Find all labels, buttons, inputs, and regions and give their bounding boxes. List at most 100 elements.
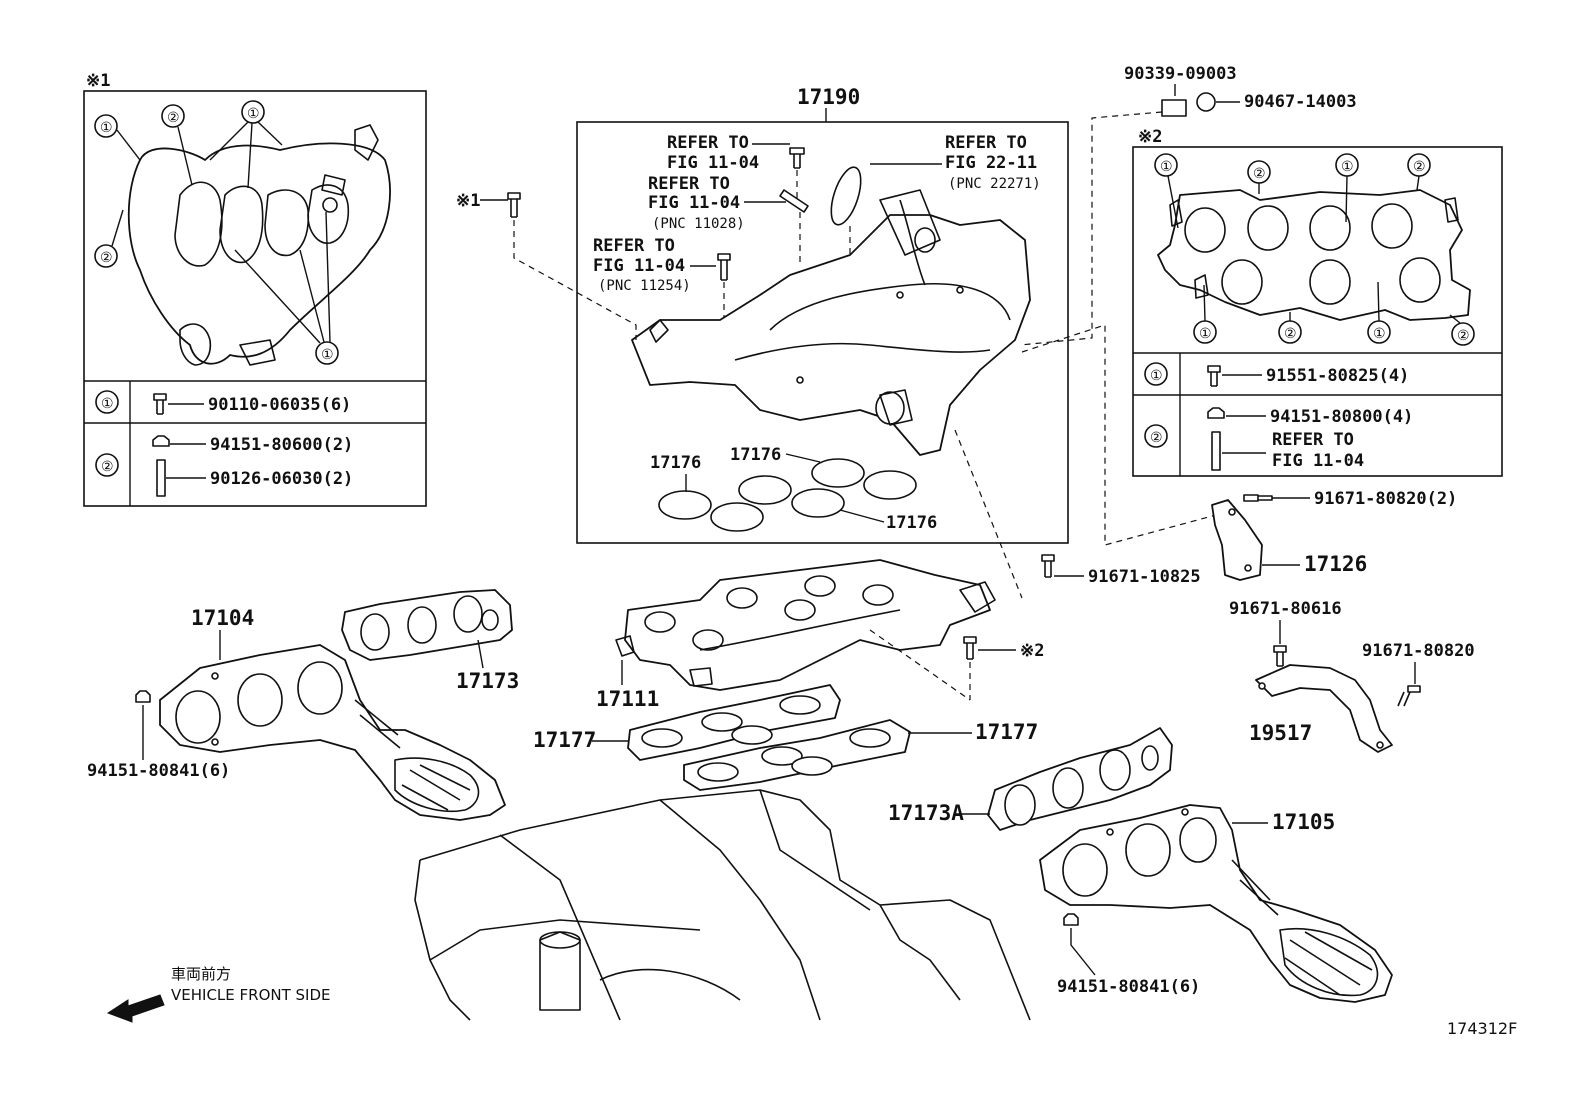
svg-text:①: ① xyxy=(1160,159,1173,175)
bracket-17126: 91671-80820(2) 17126 xyxy=(1211,489,1457,581)
svg-text:(PNC 11254): (PNC 11254) xyxy=(598,278,691,294)
svg-text:94151-80841(6): 94151-80841(6) xyxy=(1057,977,1200,997)
svg-text:①: ① xyxy=(1373,326,1386,342)
label-17190: 17190 xyxy=(797,85,860,109)
svg-text:91551-80825(4): 91551-80825(4) xyxy=(1266,366,1409,386)
inset-1-markers: ① ② ① ② ① xyxy=(94,100,339,365)
svg-text:①: ① xyxy=(321,347,334,363)
svg-text:17176: 17176 xyxy=(650,453,701,473)
svg-text:90110-06035(6): 90110-06035(6) xyxy=(208,395,351,415)
svg-text:(PNC 11028): (PNC 11028) xyxy=(652,216,745,232)
svg-text:FIG 22-11: FIG 22-11 xyxy=(945,153,1037,173)
intake-manifold-body xyxy=(631,214,1031,456)
svg-text:②: ② xyxy=(100,250,113,266)
svg-text:※2: ※2 xyxy=(1020,641,1044,661)
nut-icon xyxy=(1063,913,1079,926)
svg-text:94151-80600(2): 94151-80600(2) xyxy=(210,435,353,455)
svg-text:①: ① xyxy=(1199,326,1212,342)
svg-text:②: ② xyxy=(1457,328,1470,344)
svg-text:17111: 17111 xyxy=(596,687,659,711)
svg-text:FIG 11-04: FIG 11-04 xyxy=(648,193,740,213)
svg-text:REFER TO: REFER TO xyxy=(648,174,730,194)
front-arrow-icon xyxy=(106,994,165,1023)
svg-text:①: ① xyxy=(100,120,113,136)
svg-text:17104: 17104 xyxy=(191,606,254,630)
sensor-body xyxy=(959,581,996,613)
svg-text:①: ① xyxy=(247,106,260,122)
bolt-note-1: ※1 xyxy=(456,191,637,340)
clip-icon xyxy=(779,189,809,213)
inset-1-note: ※1 xyxy=(86,71,110,91)
bolt-note-2: ※2 xyxy=(869,629,1044,701)
svg-text:②: ② xyxy=(101,459,114,475)
hose-icon xyxy=(1161,99,1187,117)
svg-text:91671-10825: 91671-10825 xyxy=(1088,567,1201,587)
clamp-icon xyxy=(1196,92,1216,112)
svg-text:17176: 17176 xyxy=(886,513,937,533)
bolt-icon xyxy=(1041,554,1055,578)
svg-text:17105: 17105 xyxy=(1272,810,1335,834)
inset-box-1: ※1 ① ② ① ② ① xyxy=(83,71,427,507)
svg-text:90467-14003: 90467-14003 xyxy=(1244,92,1357,112)
exhaust-manifold-17105: 17105 94151-80841(6) xyxy=(1039,804,1393,1003)
svg-text:91671-80820(2): 91671-80820(2) xyxy=(1314,489,1457,509)
svg-text:FIG 11-04: FIG 11-04 xyxy=(593,256,685,276)
hose-and-clamp: 90339-09003 90467-14003 xyxy=(1019,64,1357,346)
inset-box-2: ※2 ① ② ① ② ① ② ① ② ① xyxy=(1132,127,1503,477)
inset-1-table: ① 90110-06035(6) ② 94151-80600(2) 90126-… xyxy=(95,390,353,497)
inset-1-manifold-drawing xyxy=(127,124,391,366)
exhaust-manifold-17104: 17104 94151-80841(6) xyxy=(87,606,506,821)
stud-icon xyxy=(717,253,731,281)
svg-text:②: ② xyxy=(167,110,180,126)
svg-text:②: ② xyxy=(1284,326,1297,342)
svg-text:②: ② xyxy=(1150,430,1163,446)
svg-text:車両前方: 車両前方 xyxy=(171,965,231,983)
bolt-icon xyxy=(1397,685,1421,707)
svg-text:19517: 19517 xyxy=(1249,721,1312,745)
svg-text:17177: 17177 xyxy=(533,728,596,752)
svg-text:17177: 17177 xyxy=(975,720,1038,744)
bolt-icon xyxy=(1273,645,1287,667)
bolt-icon xyxy=(789,147,805,169)
svg-text:17173A: 17173A xyxy=(888,801,964,825)
svg-text:FIG 11-04: FIG 11-04 xyxy=(667,153,759,173)
nut-icon xyxy=(135,690,151,703)
svg-text:91671-80820: 91671-80820 xyxy=(1362,641,1475,661)
svg-text:VEHICLE FRONT SIDE: VEHICLE FRONT SIDE xyxy=(171,986,331,1004)
inset-2-note: ※2 xyxy=(1138,127,1162,147)
svg-text:17173: 17173 xyxy=(456,669,519,693)
gaskets-17177: 17177 17177 xyxy=(533,684,1038,791)
engine-block-outline xyxy=(414,789,1031,1021)
bolt-icon xyxy=(1243,494,1273,502)
svg-text:91671-80616: 91671-80616 xyxy=(1229,599,1342,619)
intake-manifold-assembly-17190: 17190 REFER TO FIG 11-04 REFER TO FIG 11… xyxy=(576,85,1069,544)
lower-intake-manifold-17111: 17111 xyxy=(596,559,996,711)
vehicle-front-indicator: 車両前方 VEHICLE FRONT SIDE xyxy=(106,965,331,1023)
svg-text:REFER TO: REFER TO xyxy=(945,133,1027,153)
svg-text:90339-09003: 90339-09003 xyxy=(1124,64,1237,84)
svg-text:REFER TO: REFER TO xyxy=(1272,430,1354,450)
screen-filter-icon xyxy=(830,166,862,226)
svg-text:17126: 17126 xyxy=(1304,552,1367,576)
svg-text:(PNC 22271): (PNC 22271) xyxy=(948,176,1041,192)
catalytic-converter-left xyxy=(394,757,480,813)
bolt-icon xyxy=(963,636,977,660)
svg-text:94151-80800(4): 94151-80800(4) xyxy=(1270,407,1413,427)
svg-text:REFER TO: REFER TO xyxy=(593,236,675,256)
gaskets-17176: 17176 17176 17176 xyxy=(650,445,937,533)
svg-text:94151-80841(6): 94151-80841(6) xyxy=(87,761,230,781)
svg-text:REFER TO: REFER TO xyxy=(667,133,749,153)
svg-text:①: ① xyxy=(101,396,114,412)
diagram-id: 174312F xyxy=(1447,1019,1517,1038)
svg-text:②: ② xyxy=(1253,166,1266,182)
svg-text:※1: ※1 xyxy=(456,191,480,211)
svg-text:②: ② xyxy=(1413,159,1426,175)
gasket-17173: 17173 xyxy=(341,589,519,693)
svg-text:17176: 17176 xyxy=(730,445,781,465)
svg-text:90126-06030(2): 90126-06030(2) xyxy=(210,469,353,489)
gasket-17173a: 17173A xyxy=(888,727,1173,831)
bolt-91671-10825: 91671-10825 xyxy=(1041,554,1201,587)
catalytic-converter-right xyxy=(1279,927,1379,997)
svg-text:FIG 11-04: FIG 11-04 xyxy=(1272,451,1364,471)
